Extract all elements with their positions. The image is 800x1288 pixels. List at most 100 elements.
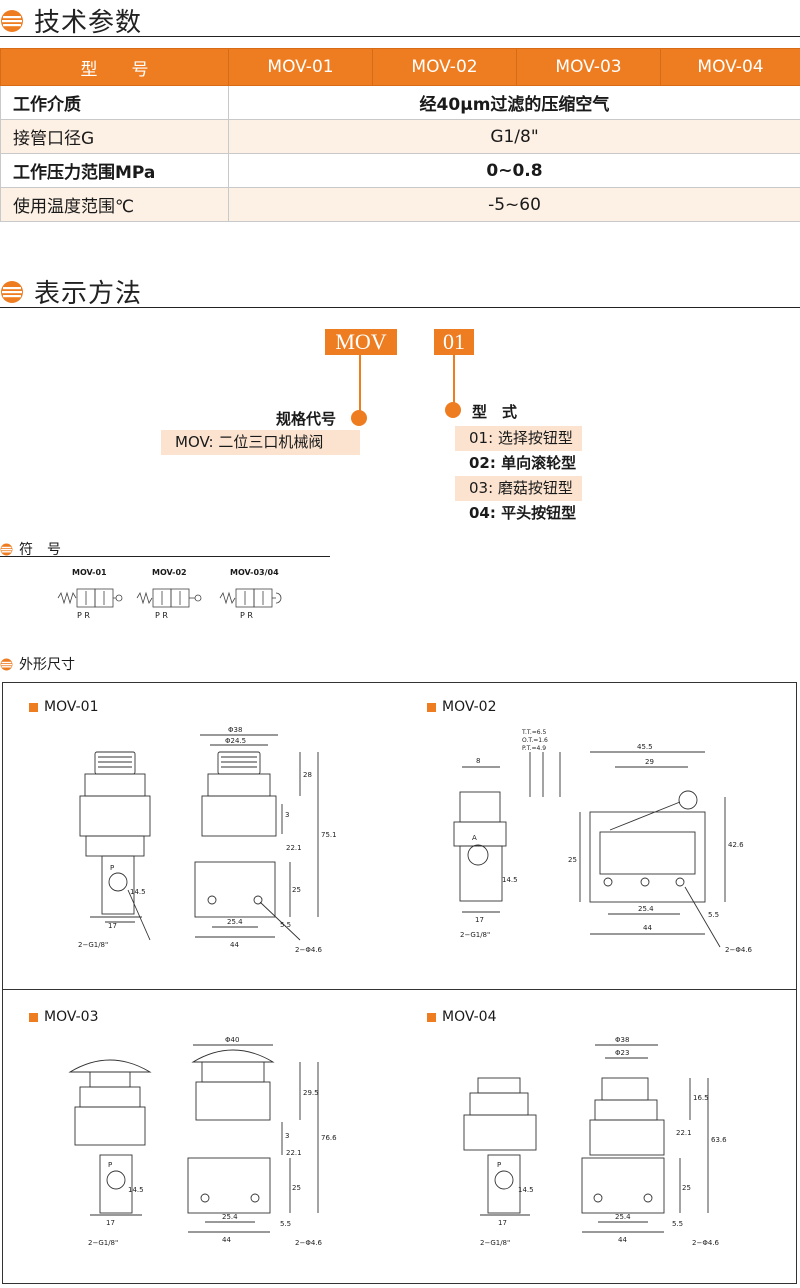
dim-port: 2−G1/8" [78, 941, 108, 949]
dim-w17: 17 [475, 916, 484, 924]
symbol-port-label: P R [155, 611, 168, 620]
drawing-mov04: Φ38 Φ23 16.5 22.1 63.6 25 25.4 44 5.5 2−… [463, 1036, 727, 1247]
drawing-mov03: Φ40 29.5 3 22.1 76.6 25 25.4 44 5.5 2−Φ4… [68, 1036, 337, 1247]
dim-h55: 5.5 [280, 921, 291, 929]
dim-w254: 25.4 [227, 918, 243, 926]
dim-w17: 17 [498, 1219, 507, 1227]
dim-h426: 42.6 [728, 841, 744, 849]
dim-h55: 5.5 [280, 1220, 291, 1228]
code-series-box: MOV [325, 329, 397, 355]
dim-p: P [110, 864, 114, 872]
dim-h145: 14.5 [502, 876, 518, 884]
model-label-mov02: MOV-02 [427, 699, 496, 715]
dim-w254: 25.4 [638, 905, 654, 913]
valve-symbols-diagram [57, 588, 282, 608]
dim-p: P [108, 1161, 112, 1169]
params-table: 型 号 MOV-01 MOV-02 MOV-03 MOV-04 工作介质 经40… [0, 48, 800, 222]
header-cell-model: 型 号 [0, 48, 229, 86]
dim-d38: Φ38 [615, 1036, 629, 1044]
dim-d23: Φ23 [615, 1049, 629, 1057]
brand-logo-icon [0, 543, 13, 555]
dim-w44: 44 [618, 1236, 627, 1244]
series-dot [351, 410, 367, 426]
dim-w254: 25.4 [222, 1213, 238, 1221]
dim-hole: 2−Φ4.6 [295, 1239, 323, 1247]
dim-h55: 5.5 [672, 1220, 683, 1228]
type-option: 02: 单向滚轮型 [469, 454, 577, 472]
param-label: 工作压力范围MPa [0, 153, 229, 188]
params-row: 使用温度范围℃ -5~60 [0, 187, 800, 222]
dim-h221: 22.1 [286, 844, 302, 852]
model-label-mov01: MOV-01 [29, 699, 98, 715]
code-type-box: 01 [434, 329, 474, 355]
model-label-mov04: MOV-04 [427, 1009, 496, 1025]
symbol-label: MOV-02 [152, 568, 187, 577]
dim-h295: 29.5 [303, 1089, 319, 1097]
dim-h751: 75.1 [321, 831, 337, 839]
dim-p: P [497, 1161, 501, 1169]
header-cell-mov01: MOV-01 [228, 48, 373, 86]
section-title-tech-params: 技术参数 [0, 2, 142, 39]
dim-h145: 14.5 [128, 1186, 144, 1194]
dim-hole: 2−Φ4.6 [692, 1239, 720, 1247]
dim-d38: Φ38 [228, 726, 242, 734]
dim-tt: T.T.=6.5 [521, 729, 546, 736]
section-rule [0, 307, 800, 308]
dim-h25: 25 [292, 1184, 301, 1192]
param-value: 0~0.8 [228, 153, 800, 188]
symbol-label: MOV-01 [72, 568, 107, 577]
drawing-mov02: 8 A 14.5 17 2−G1/8" 45.5 29 42.6 25 25.4… [453, 729, 753, 954]
section-title-symbol: 符 号 [0, 539, 61, 559]
param-value: 经40μm过滤的压缩空气 [228, 85, 800, 120]
section-title-text: 表示方法 [34, 279, 143, 309]
dim-w254: 25.4 [615, 1213, 631, 1221]
dim-w29: 29 [645, 758, 654, 766]
symbol-label: MOV-03/04 [230, 568, 279, 577]
dim-h55: 5.5 [708, 911, 719, 919]
brand-logo-icon [1, 9, 23, 32]
type-title: 型 式 [472, 403, 518, 421]
dim-h25: 25 [568, 856, 577, 864]
header-cell-mov04: MOV-04 [660, 48, 800, 86]
dim-hole: 2−Φ4.6 [295, 946, 323, 954]
section-title-dimensions: 外形尺寸 [0, 654, 75, 674]
param-value: G1/8" [228, 119, 800, 154]
params-header-row: 型 号 MOV-01 MOV-02 MOV-03 MOV-04 [0, 48, 800, 86]
param-label: 使用温度范围℃ [0, 187, 229, 222]
connector-line [453, 355, 455, 407]
params-row: 工作压力范围MPa 0~0.8 [0, 153, 800, 188]
dim-h3: 3 [285, 811, 289, 819]
dim-d40: Φ40 [225, 1036, 239, 1044]
dim-h165: 16.5 [693, 1094, 709, 1102]
connector-line [359, 355, 361, 413]
series-title: 规格代号 [276, 410, 337, 428]
dimensions-frame [2, 682, 797, 1284]
dim-w455: 45.5 [637, 743, 653, 751]
dim-w8: 8 [476, 757, 480, 765]
dim-h221: 22.1 [286, 1149, 302, 1157]
symbol-port-label: P R [240, 611, 253, 620]
dim-w17: 17 [106, 1219, 115, 1227]
header-cell-mov02: MOV-02 [372, 48, 517, 86]
dim-a: A [472, 834, 477, 842]
param-value: -5~60 [228, 187, 800, 222]
dim-h28: 28 [303, 771, 312, 779]
dim-w44: 44 [230, 941, 239, 949]
drawing-mov01: Φ38 Φ24.5 28 3 22.1 75.1 25 25.4 44 5.5 … [78, 726, 337, 954]
type-option: 03: 磨菇按钮型 [455, 476, 582, 501]
dim-d245: Φ24.5 [225, 737, 246, 745]
model-label-text: MOV-02 [442, 699, 497, 715]
dim-pt: P.T.=4.9 [522, 745, 546, 752]
section-title-notation: 表示方法 [0, 273, 142, 310]
brand-logo-icon [1, 280, 23, 303]
params-row: 工作介质 经40μm过滤的压缩空气 [0, 85, 800, 120]
type-option: 04: 平头按钮型 [469, 504, 577, 522]
model-label-text: MOV-01 [44, 699, 99, 715]
dim-h145: 14.5 [518, 1186, 534, 1194]
section-title-text: 技术参数 [34, 8, 143, 38]
params-row: 接管口径G G1/8" [0, 119, 800, 154]
model-label-mov03: MOV-03 [29, 1009, 98, 1025]
type-dot [445, 402, 461, 418]
dim-h25: 25 [682, 1184, 691, 1192]
section-title-text: 符 号 [19, 542, 61, 558]
